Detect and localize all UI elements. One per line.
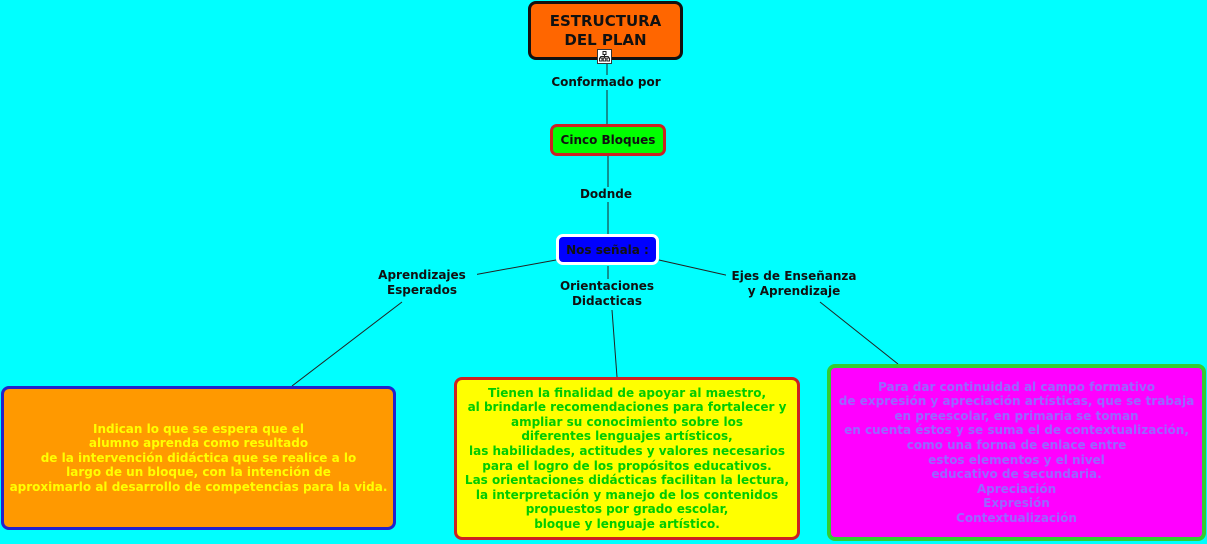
link-label-conformado-por: Conformado por (546, 75, 666, 90)
connector-senala-aprendizajes (467, 259, 557, 277)
root-node-label: ESTRUCTURA DEL PLAN (549, 11, 662, 49)
link-label-orientaciones-didacticas: Orientaciones Didacticas (552, 279, 662, 309)
node-nos-senala-label: Nos señala : (566, 242, 649, 257)
node-cinco-bloques-label: Cinco Bloques (560, 133, 656, 147)
connector-orientaciones-box (611, 309, 618, 378)
connector-ejes-box (819, 301, 899, 365)
hierarchy-icon-glyph (599, 51, 610, 62)
node-orientaciones-didacticas-description[interactable]: Tienen la finalidad de apoyar al maestro… (454, 377, 800, 540)
hierarchy-icon[interactable] (597, 49, 612, 64)
node-nos-senala[interactable]: Nos señala : (556, 234, 659, 265)
connector-senala-ejes (658, 259, 731, 277)
node-cinco-bloques[interactable]: Cinco Bloques (550, 124, 666, 156)
link-label-dodnde: Dodnde (572, 187, 640, 202)
node-aprendizajes-esperados-description[interactable]: Indican lo que se espera que el alumno a… (1, 386, 396, 530)
connector-aprendizajes-box (291, 301, 403, 387)
ejes-description-text: Para dar continuidad al campo formativo … (838, 379, 1195, 525)
link-label-ejes-de-ensenanza: Ejes de Enseñanza y Aprendizaje (726, 269, 862, 299)
aprendizajes-description-text: Indican lo que se espera que el alumno a… (9, 421, 388, 494)
orientaciones-description-text: Tienen la finalidad de apoyar al maestro… (464, 385, 790, 531)
link-label-aprendizajes-esperados: Aprendizajes Esperados (367, 268, 477, 298)
node-ejes-ensenanza-description[interactable]: Para dar continuidad al campo formativo … (827, 364, 1206, 541)
